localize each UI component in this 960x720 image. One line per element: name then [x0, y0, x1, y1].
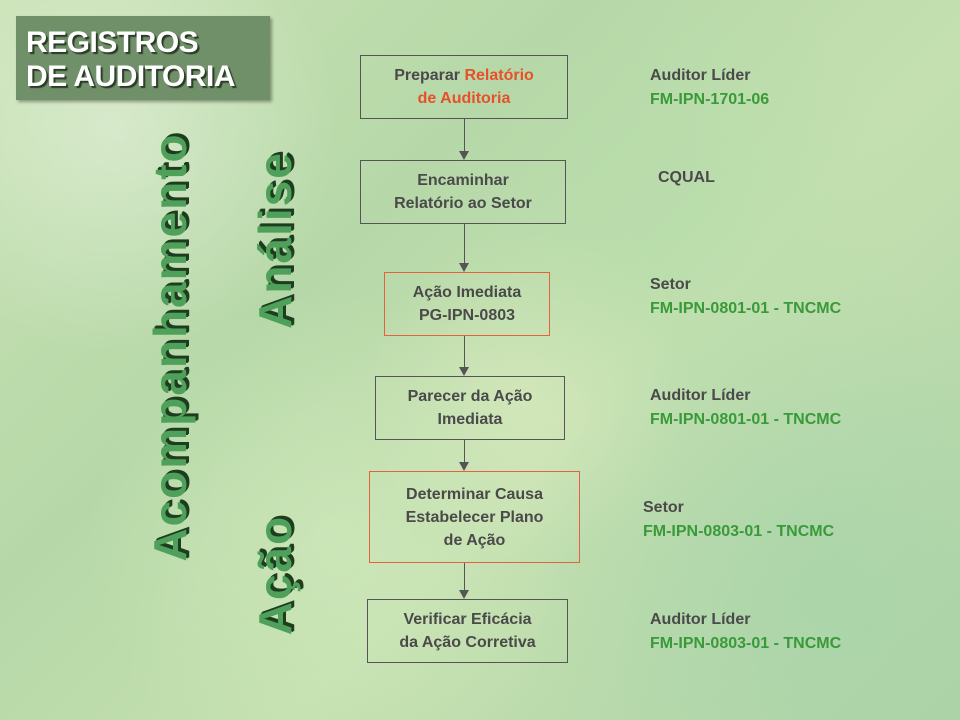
note-2: CQUAL — [658, 166, 715, 190]
analise-label: Análise — [249, 151, 301, 329]
step-1-text-c: de Auditoria — [417, 90, 511, 107]
step-6-line-1: Verificar Eficácia — [403, 611, 532, 628]
acompanhamento-label: Acompanhamento — [144, 132, 196, 562]
step-1-text-a: Preparar — [394, 67, 465, 84]
step-acao-imediata: Ação Imediata PG-IPN-0803 — [384, 272, 550, 336]
step-2-line-2: Relatório ao Setor — [394, 195, 532, 212]
note-1: Auditor Líder FM-IPN-1701-06 — [650, 64, 769, 112]
arrow-down-3 — [456, 336, 473, 376]
step-verificar-eficacia: Verificar Eficácia da Ação Corretiva — [367, 599, 568, 663]
arrow-down-1 — [456, 119, 473, 160]
title-line-2: DE AUDITORIA — [26, 60, 236, 93]
note-3-doc: FM-IPN-0801-01 - TNCMC — [650, 300, 842, 317]
title-box: REGISTROS DE AUDITORIA — [16, 16, 270, 100]
arrow-down-2 — [456, 224, 473, 272]
step-3-line-1: Ação Imediata — [412, 284, 522, 301]
title-line-1: REGISTROS — [26, 26, 199, 59]
note-3-who: Setor — [650, 276, 691, 293]
step-3-line-2: PG-IPN-0803 — [418, 307, 516, 324]
step-encaminhar-relatorio: Encaminhar Relatório ao Setor — [360, 160, 566, 224]
step-6-line-2: da Ação Corretiva — [399, 634, 536, 651]
arrow-down-5 — [456, 563, 473, 599]
arrow-down-4 — [456, 440, 473, 471]
note-2-who: CQUAL — [658, 169, 715, 186]
note-4-doc: FM-IPN-0801-01 - TNCMC — [650, 411, 842, 428]
acao-label: Ação — [249, 514, 301, 636]
note-1-who: Auditor Líder — [650, 67, 751, 84]
note-6: Auditor Líder FM-IPN-0803-01 - TNCMC — [650, 608, 841, 656]
note-1-doc: FM-IPN-1701-06 — [650, 91, 770, 108]
note-5-doc: FM-IPN-0803-01 - TNCMC — [643, 523, 835, 540]
step-preparar-relatorio: Preparar Relatório de Auditoria — [360, 55, 568, 119]
note-4-who: Auditor Líder — [650, 387, 751, 404]
step-4-line-2: Imediata — [437, 411, 503, 428]
note-5: Setor FM-IPN-0803-01 - TNCMC — [643, 496, 834, 544]
step-determinar-causa: Determinar Causa Estabelecer Plano de Aç… — [369, 471, 580, 563]
step-2-line-1: Encaminhar — [417, 172, 509, 189]
step-5-line-2: Estabelecer Plano — [405, 508, 544, 526]
note-3: Setor FM-IPN-0801-01 - TNCMC — [650, 273, 841, 321]
step-5-line-3: de Ação — [443, 531, 506, 549]
step-5-line-1: Determinar Causa — [406, 485, 543, 503]
note-6-doc: FM-IPN-0803-01 - TNCMC — [650, 635, 842, 652]
step-1-text-b: Relatório — [464, 67, 534, 84]
note-5-who: Setor — [643, 499, 684, 516]
note-6-who: Auditor Líder — [650, 611, 751, 628]
step-4-line-1: Parecer da Ação — [407, 388, 533, 405]
note-4: Auditor Líder FM-IPN-0801-01 - TNCMC — [650, 384, 841, 432]
step-parecer-acao-imediata: Parecer da Ação Imediata — [375, 376, 565, 440]
